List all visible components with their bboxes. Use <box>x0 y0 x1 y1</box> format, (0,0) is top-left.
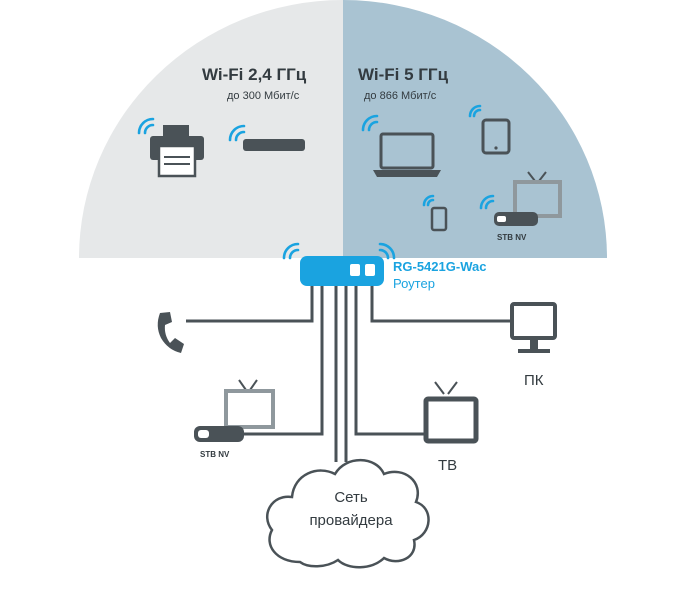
band-5-title: Wi-Fi 5 ГГц <box>358 65 449 84</box>
router-model: RG-5421G-Wac <box>393 259 486 274</box>
provider-cloud-icon <box>266 459 430 569</box>
provider-line1: Сеть <box>334 489 368 506</box>
band-24-speed: до 300 Мбит/с <box>227 90 300 102</box>
wire-tv <box>354 282 424 436</box>
provider-line2: провайдера <box>309 512 393 529</box>
tv-label: ТВ <box>438 457 457 474</box>
router-wifi-right-icon <box>378 242 396 260</box>
wire-phone <box>186 282 314 323</box>
printer-icon <box>150 125 204 178</box>
wire-stb <box>244 282 324 436</box>
pc-label: ПК <box>524 372 544 389</box>
band-24-title: Wi-Fi 2,4 ГГц <box>202 65 307 84</box>
smartphone-icon <box>430 206 448 232</box>
tablet-wifi-icon <box>468 104 482 118</box>
router-icon <box>300 256 384 286</box>
band-5-speed: до 866 Мбит/с <box>364 90 437 102</box>
router-role: Роутер <box>393 276 435 291</box>
media-box-wifi-icon <box>228 124 246 142</box>
stb-wired-label: STB NV <box>200 450 230 459</box>
wire-pc <box>370 282 510 323</box>
smartphone-wifi-icon <box>422 194 435 207</box>
stb-box-icon <box>194 426 244 442</box>
pc-monitor-icon <box>510 302 557 353</box>
band-24-area <box>79 0 343 258</box>
stb-wifi-icon <box>494 212 538 226</box>
stb-wifi-label: STB NV <box>497 233 527 242</box>
media-box-icon <box>243 139 305 151</box>
laptop-wifi-icon <box>361 114 379 132</box>
stb-tv-icon <box>224 379 275 429</box>
tv-icon <box>423 381 479 444</box>
wired-connections <box>186 282 510 462</box>
laptop-icon <box>373 132 441 177</box>
phone-icon <box>157 312 184 353</box>
stb-wifi-signal-icon <box>479 194 495 210</box>
band-5-area <box>343 0 607 258</box>
tablet-icon <box>481 118 511 155</box>
printer-wifi-icon <box>137 117 155 135</box>
router-wifi-left-icon <box>282 242 300 260</box>
